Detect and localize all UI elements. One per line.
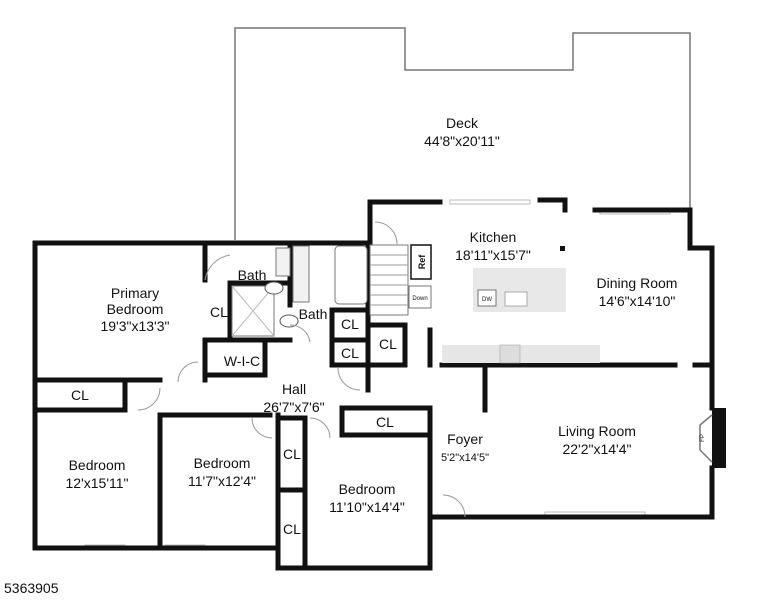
closet-label: CL (283, 446, 301, 462)
doors (137, 221, 466, 518)
closet-label: CL (210, 304, 228, 320)
refrigerator (410, 244, 432, 280)
room-labels: Deck 44'8"x20'11" Kitchen 18'11"x15'7" D… (66, 115, 678, 515)
bedroom-3-label: Bedroom (339, 481, 396, 497)
dishwasher-label: DW (482, 297, 492, 303)
hall-dims: 26'7"x7'6" (263, 399, 324, 415)
stairs (369, 244, 432, 316)
bedroom-2-label: Bedroom (194, 455, 251, 471)
living-room-dims: 22'2"x14'4" (562, 441, 631, 457)
kitchen-dims: 18'11"x15'7" (455, 247, 531, 263)
bath-fixtures (231, 245, 368, 337)
closet-label: CL (376, 414, 394, 430)
listing-id: 5363905 (4, 580, 59, 596)
deck-outline (234, 27, 691, 240)
hall-label: Hall (282, 381, 306, 397)
closet-label: CL (379, 336, 397, 352)
bedroom-1-dims: 12'x15'11" (66, 475, 129, 491)
wic-label: W-I-C (224, 353, 260, 369)
walls (32, 197, 715, 571)
foyer-dims: 5'2"x14'5" (441, 452, 489, 464)
bedroom-3-dims: 11'10"x14'4" (329, 499, 405, 515)
living-room-label: Living Room (558, 423, 636, 439)
kitchen-counter (442, 345, 600, 363)
deck-dims: 44'8"x20'11" (424, 133, 500, 149)
dining-room-label: Dining Room (597, 275, 678, 291)
stairs-down-label: Down (412, 296, 427, 302)
bath-1-label: Bath (238, 267, 267, 283)
fireplace (712, 408, 726, 468)
bedroom-1-label: Bedroom (69, 457, 126, 473)
dining-room-dims: 14'6"x14'10" (599, 293, 676, 309)
bath-2-label: Bath (299, 306, 328, 322)
primary-bedroom-label-1: Primary (111, 285, 159, 301)
closet-labels: CL CL CL CL CL CL CL CL (71, 304, 397, 537)
primary-bedroom-label-2: Bedroom (107, 301, 164, 317)
closet-label: CL (341, 316, 359, 332)
closet-label: CL (71, 387, 89, 403)
bedroom-2-dims: 11'7"x12'4" (188, 473, 256, 489)
foyer-label: Foyer (447, 431, 483, 447)
fireplace-label: FP (700, 434, 706, 442)
kitchen-label: Kitchen (470, 229, 517, 245)
closet-label: CL (283, 521, 301, 537)
primary-bedroom-dims: 19'3"x13'3" (100, 318, 169, 334)
closet-label: CL (341, 345, 359, 361)
deck-label: Deck (446, 115, 479, 131)
ref-label: Ref (417, 254, 427, 270)
